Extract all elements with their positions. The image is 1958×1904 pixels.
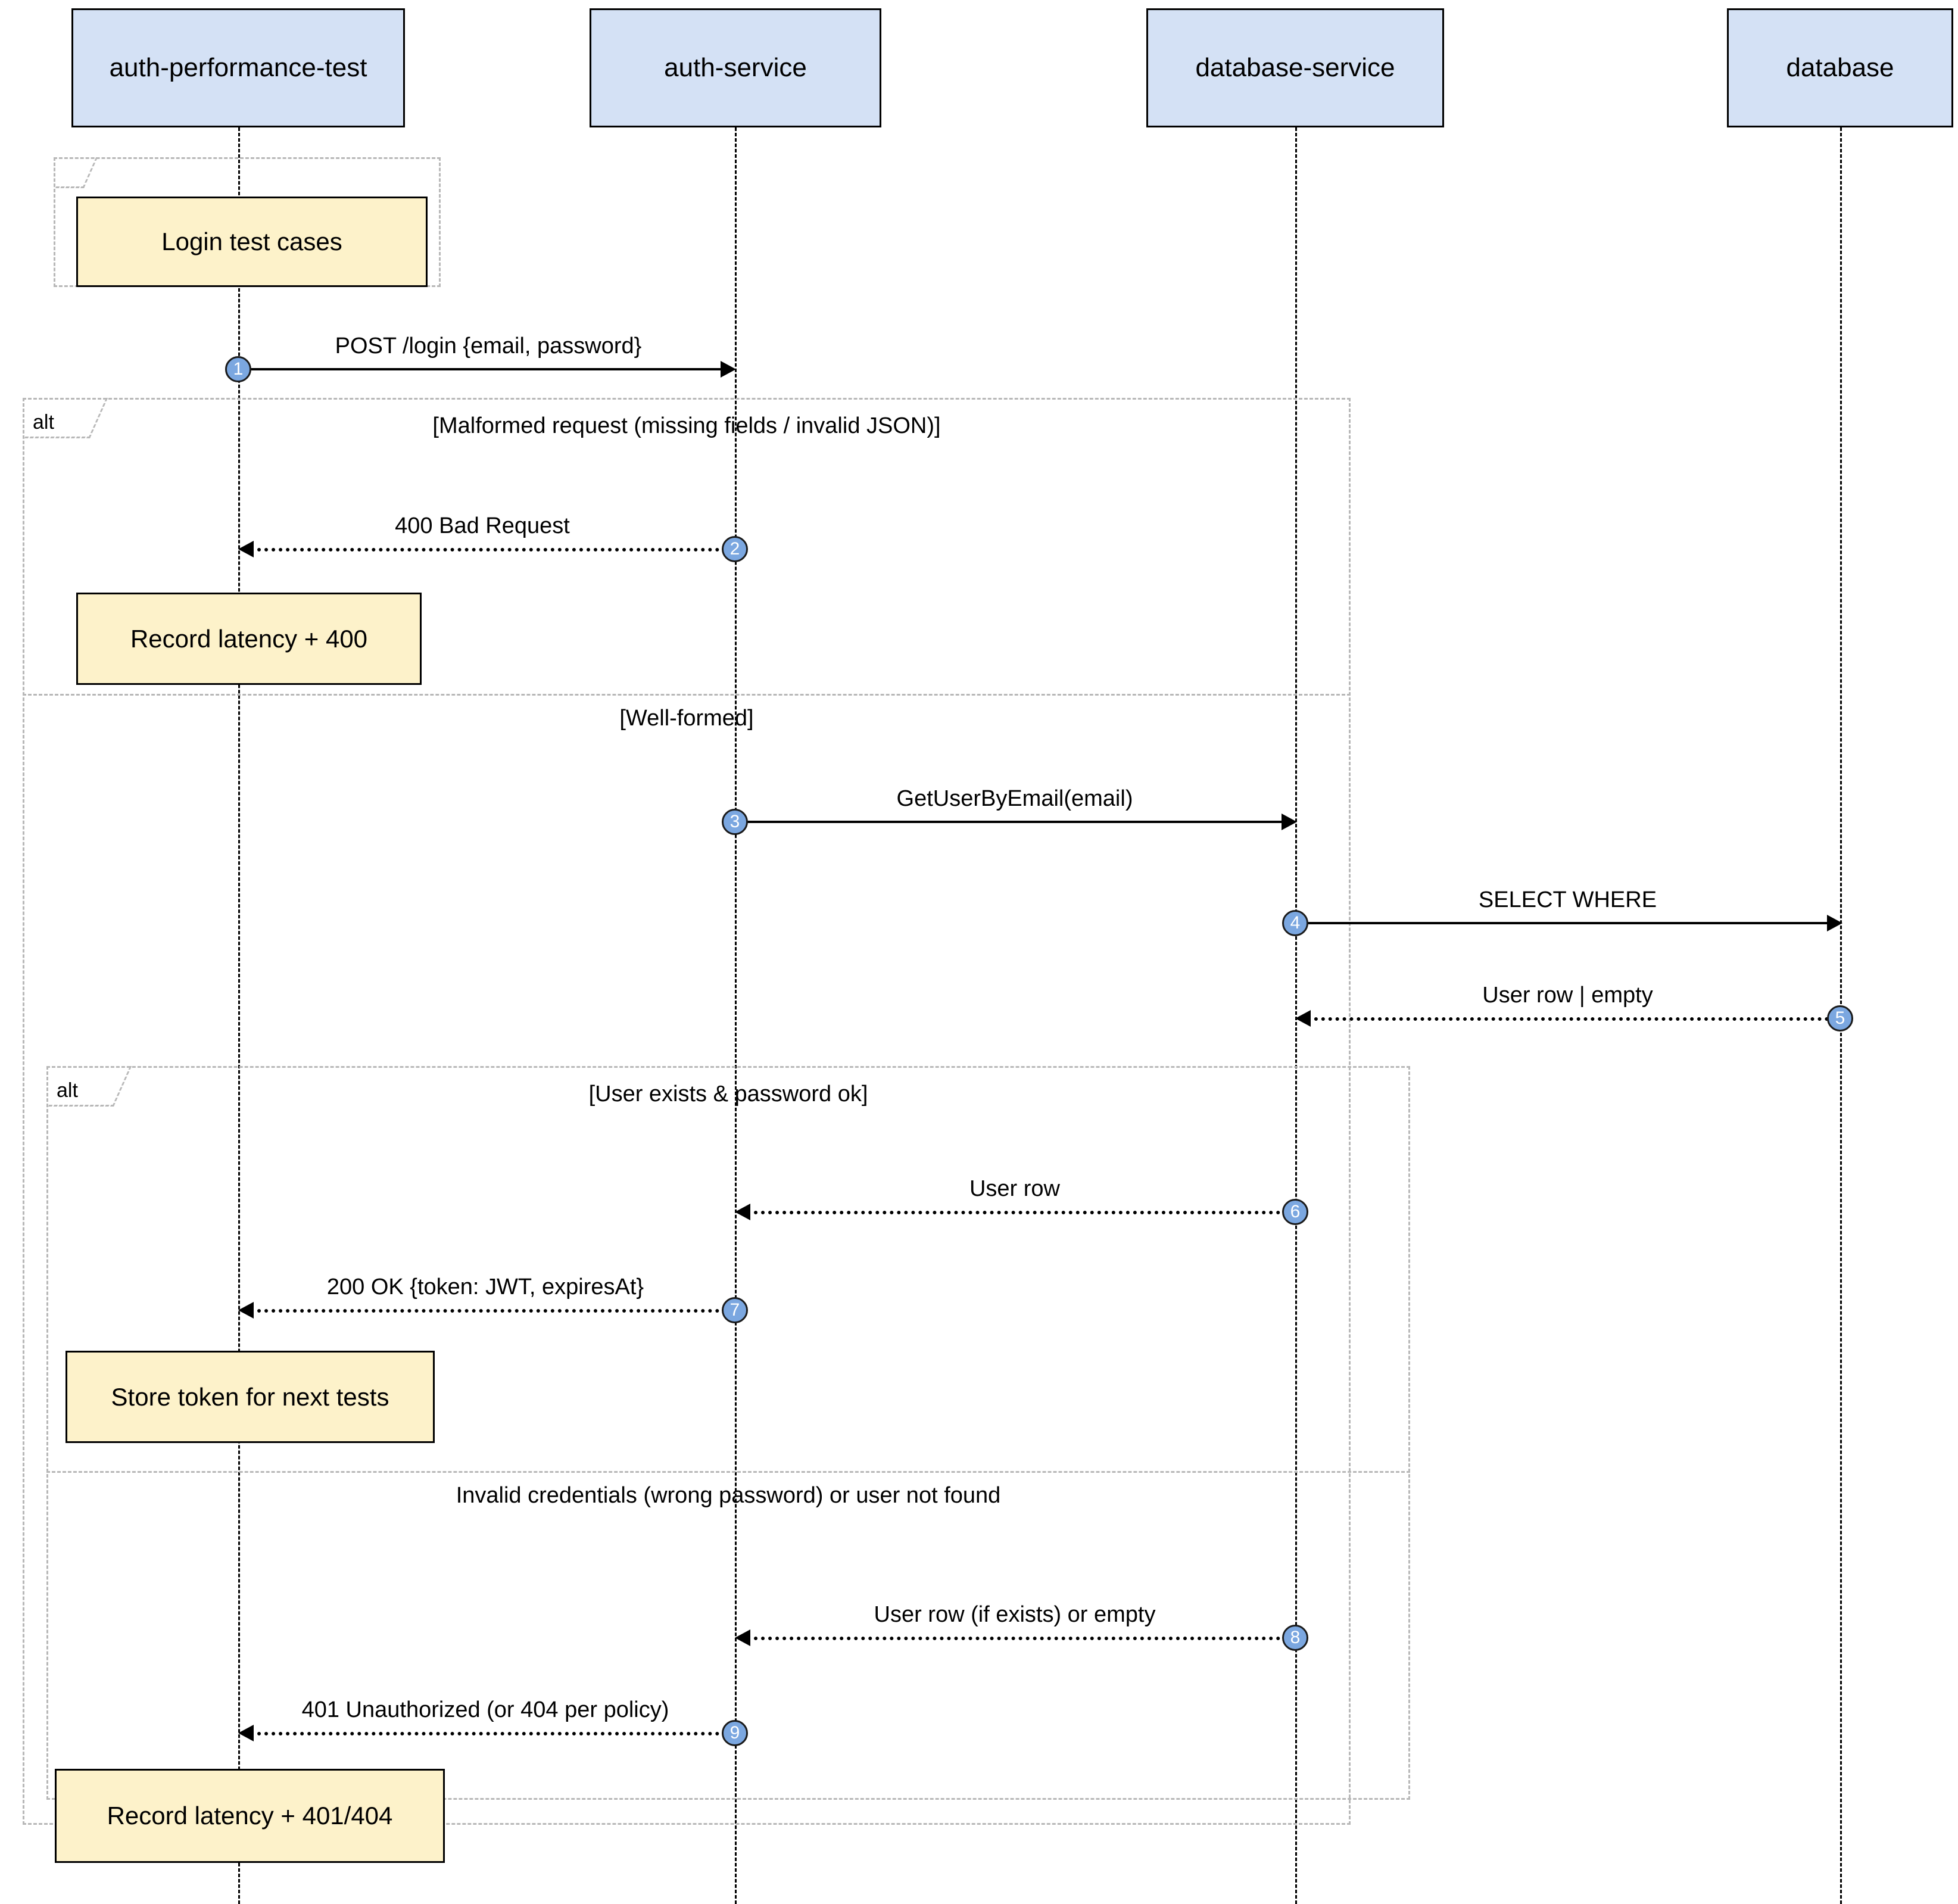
fragment-alt-2-guard-0: [User exists & password ok] xyxy=(588,1082,868,1107)
fragment-alt-1-divider xyxy=(23,694,1351,696)
message-line-8 xyxy=(747,1637,1295,1640)
message-arrowhead-4 xyxy=(1827,915,1842,931)
message-line-6 xyxy=(747,1211,1295,1214)
fragment-alt-1-operator: alt xyxy=(33,411,54,434)
fragment-alt-2 xyxy=(46,1066,1410,1800)
message-arrowhead-2 xyxy=(238,541,254,557)
message-arrowhead-3 xyxy=(1282,814,1297,830)
sequence-badge-7: 7 xyxy=(722,1297,748,1323)
note-record-latency-401: Record latency + 401/404 xyxy=(55,1769,445,1863)
message-label-2: 400 Bad Request xyxy=(395,513,570,538)
message-line-1 xyxy=(244,368,731,370)
message-line-2 xyxy=(250,548,727,551)
message-arrowhead-7 xyxy=(238,1302,254,1319)
sequence-badge-1: 1 xyxy=(225,356,251,382)
message-line-7 xyxy=(250,1309,727,1313)
message-line-4 xyxy=(1301,922,1837,924)
message-line-3 xyxy=(741,821,1292,823)
participant-database-service[interactable]: database-service xyxy=(1146,8,1444,127)
message-label-8: User row (if exists) or empty xyxy=(874,1602,1156,1627)
sequence-badge-5: 5 xyxy=(1827,1005,1853,1032)
message-arrowhead-1 xyxy=(721,361,736,378)
sequence-badge-3: 3 xyxy=(722,809,748,835)
sequence-badge-4: 4 xyxy=(1282,910,1308,936)
message-label-5: User row | empty xyxy=(1482,983,1653,1008)
message-label-6: User row xyxy=(969,1176,1061,1201)
participant-auth-service[interactable]: auth-service xyxy=(590,8,881,127)
participant-label: auth-performance-test xyxy=(109,52,367,82)
message-label-9: 401 Unauthorized (or 404 per policy) xyxy=(301,1697,669,1722)
fragment-alt-2-guard-1: Invalid credentials (wrong password) or … xyxy=(456,1483,1001,1508)
message-arrowhead-8 xyxy=(735,1629,750,1646)
message-arrowhead-6 xyxy=(735,1204,750,1220)
note-text: Record latency + 401/404 xyxy=(107,1802,393,1830)
sequence-badge-8: 8 xyxy=(1282,1625,1308,1651)
note-record-latency-400: Record latency + 400 xyxy=(76,593,422,685)
sequence-badge-9: 9 xyxy=(722,1720,748,1746)
fragment-alt-1 xyxy=(23,398,1351,1825)
message-label-4: SELECT WHERE xyxy=(1478,887,1657,912)
participant-label: database-service xyxy=(1195,52,1395,82)
participant-label: auth-service xyxy=(664,52,807,82)
note-login-test-cases: Login test cases xyxy=(76,197,428,287)
participant-auth-performance-test[interactable]: auth-performance-test xyxy=(71,8,405,127)
participant-database[interactable]: database xyxy=(1727,8,1953,127)
fragment-alt-1-guard-0: [Malformed request (missing fields / inv… xyxy=(432,413,941,438)
lifeline-auth-service xyxy=(735,127,737,1904)
sequence-badge-6: 6 xyxy=(1282,1199,1308,1225)
message-line-9 xyxy=(250,1732,727,1735)
note-text: Store token for next tests xyxy=(111,1382,389,1411)
lifeline-auth-performance-test xyxy=(238,127,240,1904)
message-arrowhead-9 xyxy=(238,1725,254,1741)
note-text: Login test cases xyxy=(161,228,342,255)
message-arrowhead-5 xyxy=(1295,1010,1311,1027)
message-label-3: GetUserByEmail(email) xyxy=(896,786,1133,811)
fragment-alt-2-divider xyxy=(46,1471,1410,1473)
message-line-5 xyxy=(1307,1017,1843,1021)
fragment-alt-1-guard-1: [Well-formed] xyxy=(619,706,754,731)
participant-label: database xyxy=(1786,52,1894,82)
note-text: Record latency + 400 xyxy=(130,624,368,653)
fragment-alt-2-operator: alt xyxy=(57,1079,78,1102)
message-label-7: 200 OK {token: JWT, expiresAt} xyxy=(326,1274,644,1300)
message-label-1: POST /login {email, password} xyxy=(335,334,642,359)
note-store-token: Store token for next tests xyxy=(66,1351,435,1443)
sequence-badge-2: 2 xyxy=(722,536,748,562)
